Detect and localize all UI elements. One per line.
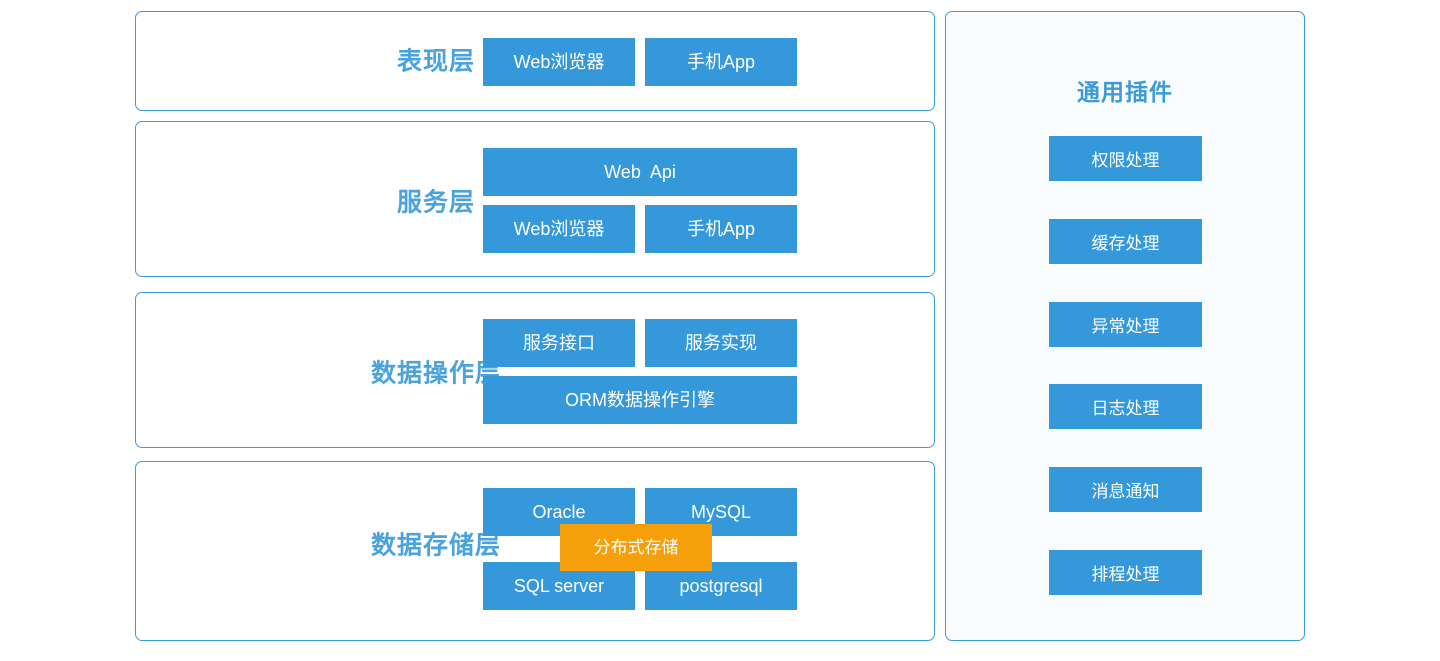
plugin-box-cache[interactable]: 缓存处理 <box>1049 219 1202 264</box>
box-service-implementation[interactable]: 服务实现 <box>645 319 797 367</box>
box-web-browser[interactable]: Web浏览器 <box>483 205 635 253</box>
box-postgresql[interactable]: postgresql <box>645 562 797 610</box>
layer-panel-presentation: 表现层 Web浏览器 手机App <box>135 11 935 111</box>
plugin-box-exception[interactable]: 异常处理 <box>1049 302 1202 347</box>
layer-title-service: 服务层 <box>396 188 475 217</box>
layer-panel-service: 服务层 Web Api Web浏览器 手机App <box>135 121 935 277</box>
box-mobile-app[interactable]: 手机App <box>645 38 797 86</box>
plugin-box-permission[interactable]: 权限处理 <box>1049 136 1202 181</box>
box-mobile-app[interactable]: 手机App <box>645 205 797 253</box>
plugin-panel: 通用插件 权限处理 缓存处理 异常处理 日志处理 消息通知 排程处理 <box>945 11 1305 641</box>
plugin-box-scheduling[interactable]: 排程处理 <box>1049 550 1202 595</box>
plugin-panel-title: 通用插件 <box>1077 79 1173 105</box>
layer-panel-data-storage: 数据存储层 Oracle MySQL SQL server postgresql… <box>135 461 935 641</box>
layer-title-data-operation: 数据操作层 <box>370 359 501 388</box>
box-orm-engine[interactable]: ORM数据操作引擎 <box>483 376 797 424</box>
box-web-browser[interactable]: Web浏览器 <box>483 38 635 86</box>
box-web-api[interactable]: Web Api <box>483 148 797 196</box>
layer-panel-data-operation: 数据操作层 服务接口 服务实现 ORM数据操作引擎 <box>135 292 935 448</box>
plugin-box-notification[interactable]: 消息通知 <box>1049 467 1202 512</box>
box-distributed-storage[interactable]: 分布式存储 <box>560 524 712 571</box>
layer-title-data-storage: 数据存储层 <box>370 531 501 560</box>
plugin-box-logging[interactable]: 日志处理 <box>1049 384 1202 429</box>
box-service-interface[interactable]: 服务接口 <box>483 319 635 367</box>
layer-title-presentation: 表现层 <box>396 47 475 76</box>
